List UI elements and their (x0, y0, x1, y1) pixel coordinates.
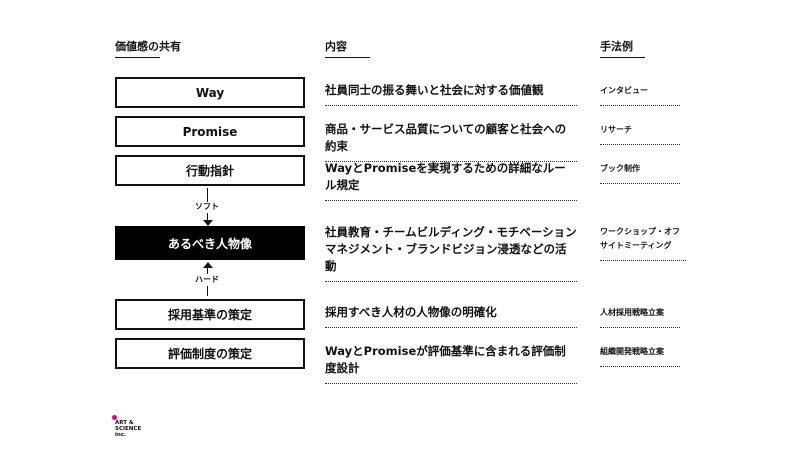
content-way: 社員同士の振る舞いと社会に対する価値観 (325, 82, 577, 106)
method-hiring-criteria: 人材採用戦略立案 (600, 306, 680, 328)
box-promise: Promise (115, 116, 305, 147)
content-ideal-person: 社員教育・チームビルディング・モチベーションマネジメント・ブランドビジョン浸透な… (325, 224, 577, 282)
method-guidelines: ブック制作 (600, 162, 680, 184)
header-content-underline (325, 57, 370, 58)
hard-arrowhead-icon (203, 262, 213, 268)
box-ideal-person: あるべき人物像 (115, 226, 305, 260)
header-methods-underline (600, 57, 645, 58)
method-ideal-person: ワークショップ・オフサイトミーティング (600, 225, 686, 261)
logo-dot-icon (112, 415, 117, 420)
content-evaluation-system: WayとPromiseが評価基準に含まれる評価制度設計 (325, 343, 577, 384)
box-way: Way (115, 77, 305, 108)
logo-text: ART & SCIENCE inc. (115, 420, 155, 438)
header-values: 価値感の共有 (115, 40, 181, 53)
header-content: 内容 (325, 40, 347, 53)
box-guidelines: 行動指針 (115, 155, 305, 186)
header-values-underline (115, 57, 160, 58)
content-guidelines: WayとPromiseを実現するための詳細なルール規定 (325, 160, 577, 201)
hard-arrow-line-bottom (207, 286, 208, 296)
header-methods: 手法例 (600, 40, 633, 53)
method-promise: リサーチ (600, 123, 680, 145)
hard-arrow-line-top (207, 267, 208, 274)
company-logo: ART & SCIENCE inc. (112, 415, 155, 438)
logo-line-2: SCIENCE (115, 426, 142, 432)
soft-label: ソフト (195, 202, 219, 211)
soft-arrowhead-icon (203, 220, 213, 226)
method-evaluation-system: 組織開発戦略立案 (600, 345, 680, 367)
hard-label: ハード (195, 275, 219, 284)
method-way: インタビュー (600, 84, 680, 106)
box-hiring-criteria: 採用基準の策定 (115, 299, 305, 330)
logo-line-3: inc. (115, 432, 127, 438)
logo-line-1: ART & (115, 420, 134, 426)
content-hiring-criteria: 採用すべき人材の人物像の明確化 (325, 304, 577, 328)
soft-arrow-line-top (207, 188, 208, 202)
box-evaluation-system: 評価制度の策定 (115, 338, 305, 369)
content-promise: 商品・サービス品質についての顧客と社会への約束 (325, 121, 577, 162)
soft-arrow-line-bottom (207, 213, 208, 221)
